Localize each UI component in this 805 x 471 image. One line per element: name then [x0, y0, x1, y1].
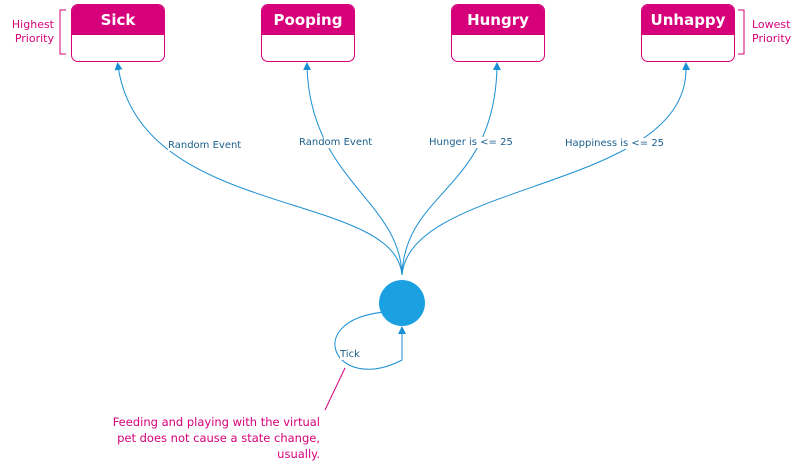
lowest-priority-label: Lowest Priority	[752, 18, 802, 46]
edge-label-unhappy: Happiness is <= 25	[565, 138, 665, 149]
highest-priority-bracket	[59, 9, 66, 55]
state-sick-title: Sick	[72, 5, 164, 35]
state-unhappy: Unhappy	[641, 4, 735, 62]
note-line-2: pet does not cause a state change,	[117, 431, 320, 445]
state-pooping: Pooping	[261, 4, 355, 62]
edge-label-pooping: Random Event	[299, 137, 373, 148]
lowest-priority-line-1: Lowest	[752, 18, 791, 31]
state-unhappy-title: Unhappy	[642, 5, 734, 35]
edge-to-unhappy	[401, 62, 691, 276]
state-hungry: Hungry	[451, 4, 545, 62]
lowest-priority-line-2: Priority	[752, 32, 792, 45]
edge-label-hungry: Hunger is <= 25	[429, 137, 513, 148]
edge-label-sick: Random Event	[168, 140, 242, 151]
highest-priority-line-2: Priority	[14, 32, 54, 45]
highest-priority-line-1: Highest	[11, 18, 54, 31]
note-pointer	[324, 367, 346, 411]
edge-label-tick: Tick	[340, 349, 360, 360]
highest-priority-label: Highest Priority	[4, 18, 54, 46]
edge-to-sick	[114, 62, 403, 276]
normal-state-node	[379, 280, 425, 326]
state-hungry-title: Hungry	[452, 5, 544, 35]
state-pooping-title: Pooping	[262, 5, 354, 35]
edge-to-hungry	[401, 62, 501, 276]
annotation-note: Feeding and playing with the virtual pet…	[60, 414, 320, 462]
note-line-3: usually.	[277, 447, 320, 461]
lowest-priority-bracket	[738, 9, 745, 55]
state-sick: Sick	[71, 4, 165, 62]
self-loop-edge	[334, 311, 406, 370]
note-line-1: Feeding and playing with the virtual	[112, 415, 320, 429]
edge-to-pooping	[303, 62, 403, 276]
